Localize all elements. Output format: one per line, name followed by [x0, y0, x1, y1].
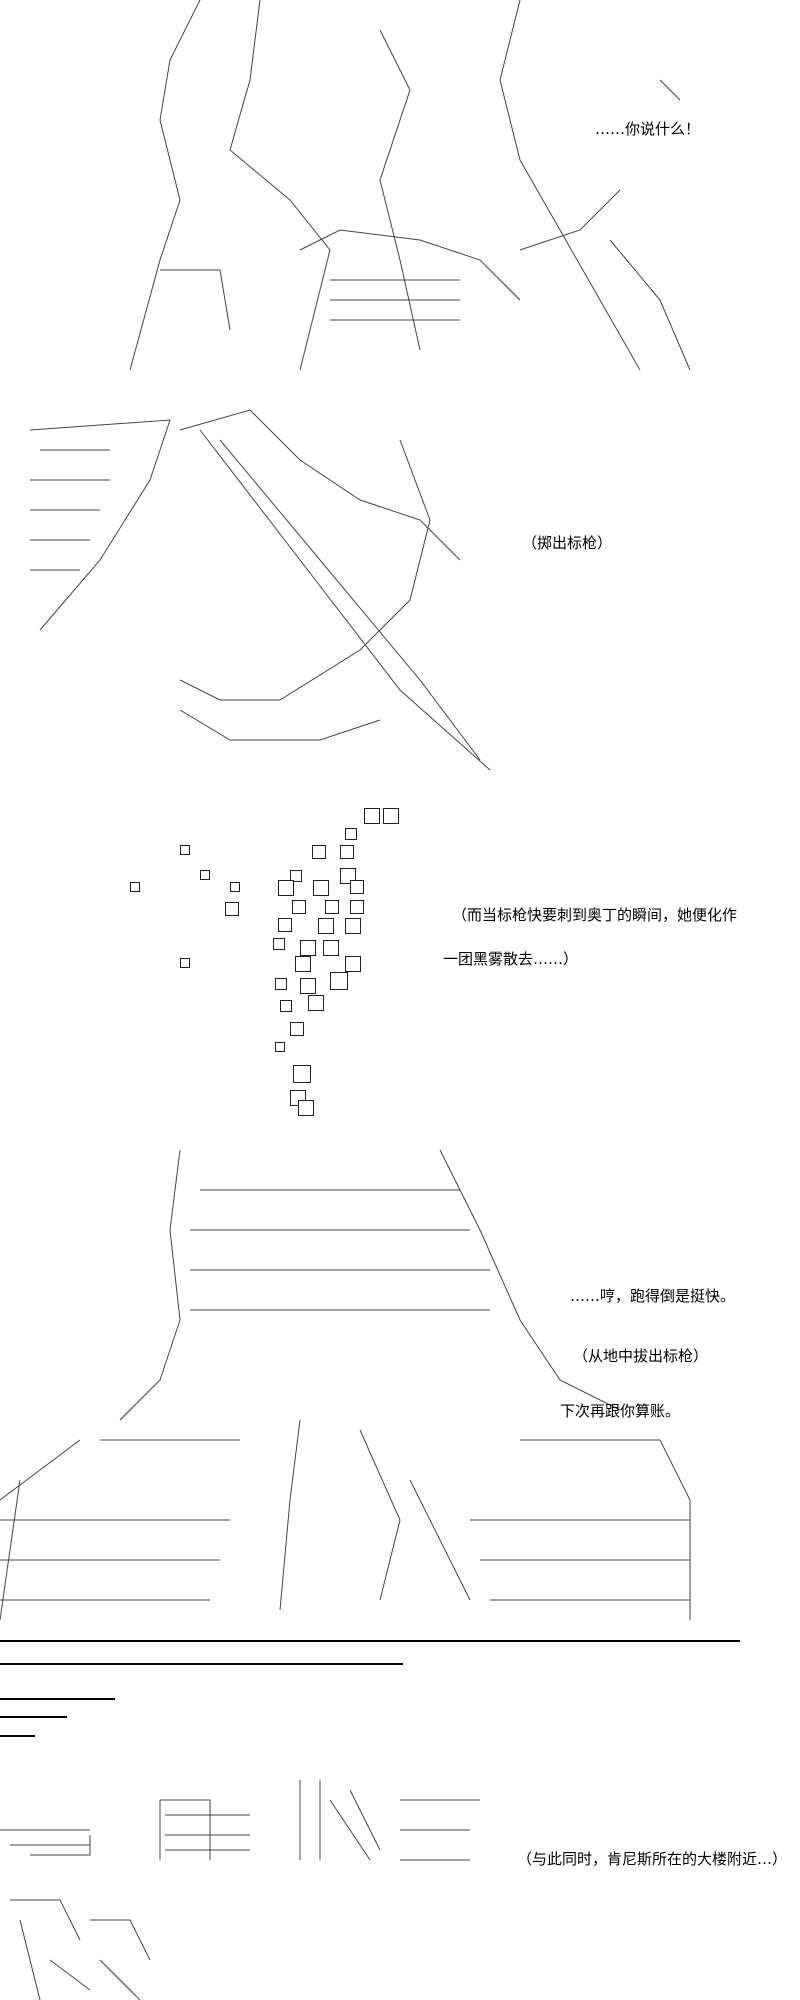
mist-square	[318, 918, 334, 934]
mist-square	[273, 938, 285, 950]
mist-square	[308, 995, 324, 1011]
mist-square	[230, 882, 240, 892]
mist-square	[278, 918, 292, 932]
mist-square	[313, 880, 329, 896]
mist-square	[350, 900, 364, 914]
dialogue-next-time: 下次再跟你算账。	[560, 1402, 681, 1420]
mist-square	[290, 1022, 304, 1036]
mist-square	[300, 978, 316, 994]
panel5-building-art	[0, 1780, 480, 2000]
mist-square	[225, 902, 239, 916]
dialogue-ran-fast: ……哼，跑得倒是挺快。	[570, 1287, 736, 1305]
mist-square	[275, 1042, 285, 1052]
divider-line-1	[0, 1640, 740, 1642]
mist-square	[300, 940, 316, 956]
mist-square	[293, 1065, 311, 1083]
dialogue-what-did-you-say: ……你说什么！	[595, 120, 701, 138]
mist-square	[325, 900, 339, 914]
mist-square	[180, 958, 190, 968]
mist-square	[383, 808, 399, 824]
panel4-figure-art	[0, 1149, 691, 1621]
mist-square	[345, 956, 361, 972]
divider-line-2	[0, 1663, 403, 1665]
mist-square	[295, 956, 311, 972]
panel1-figure-art	[129, 0, 691, 371]
mist-square	[280, 1000, 292, 1012]
mist-square	[278, 880, 294, 896]
divider-line-4	[0, 1716, 67, 1718]
narration-meanwhile: （与此同时，肯尼斯所在的大楼附近…）	[517, 1850, 788, 1868]
narration-mist-line-2: 一团黑雾散去……）	[443, 950, 579, 968]
narration-pull-spear: （从地中拔出标枪）	[573, 1347, 709, 1365]
narration-throw-spear: （掷出标枪）	[522, 534, 613, 552]
mist-square	[180, 845, 190, 855]
mist-square	[292, 900, 306, 914]
narration-mist-line-1: （而当标枪快要刺到奥丁的瞬间，她便化作	[452, 906, 738, 924]
mist-square	[298, 1100, 314, 1116]
mist-square	[275, 978, 287, 990]
divider-line-3	[0, 1698, 115, 1700]
mist-square	[330, 972, 348, 990]
mist-square	[312, 845, 326, 859]
mist-square	[345, 828, 357, 840]
divider-line-5	[0, 1735, 35, 1737]
mist-square	[290, 870, 302, 882]
mist-square	[345, 918, 361, 934]
mist-square	[364, 808, 380, 824]
mist-square	[350, 880, 364, 894]
mist-square	[323, 940, 339, 956]
mist-square	[200, 870, 210, 880]
panel2-spear-throw-art	[29, 409, 491, 771]
mist-square	[340, 845, 354, 859]
mist-square	[130, 882, 140, 892]
